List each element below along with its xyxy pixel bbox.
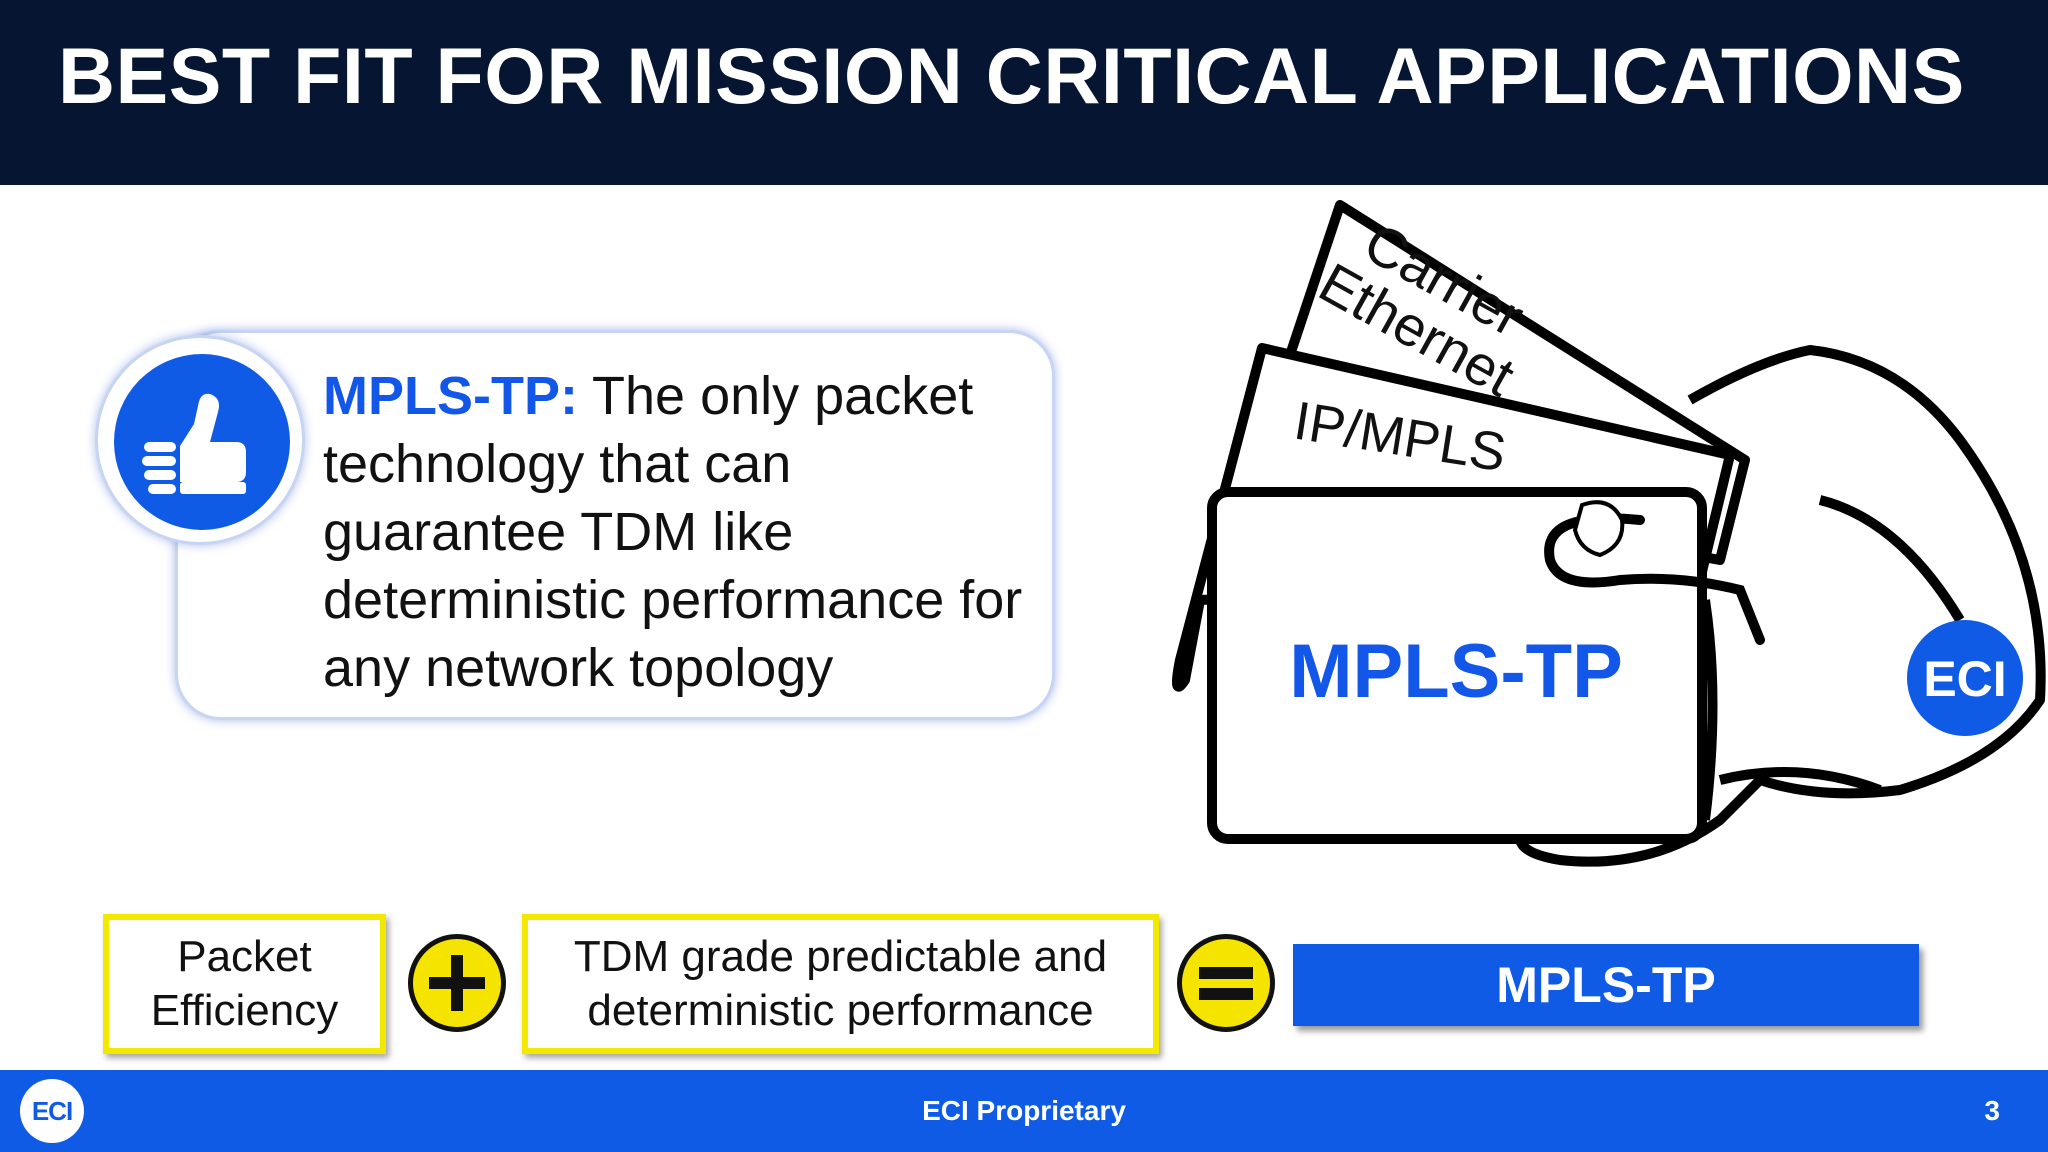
hand-right-edge: [1700, 599, 1718, 821]
thumbnail-outline: [1572, 500, 1625, 558]
callout-box: [175, 330, 1055, 720]
card-mpls-tp-label: MPLS-TP: [1289, 629, 1623, 714]
tdm-performance-box: TDM grade predictable and deterministic …: [522, 914, 1159, 1054]
tdm-performance-line-2: deterministic performance: [587, 986, 1094, 1035]
tdm-performance-line-1: TDM grade predictable and: [573, 932, 1108, 981]
page-number: 3: [1984, 1095, 2000, 1126]
packet-efficiency-line-1: Packet: [177, 932, 312, 981]
title-bar: BEST FIT FOR MISSION CRITICAL APPLICATIO…: [0, 0, 2048, 185]
packet-efficiency-box: Packet Efficiency: [103, 914, 386, 1054]
packet-efficiency-line-2: Efficiency: [150, 986, 339, 1035]
hand-holding-cards-illustration: Carrier Ethernet IP/MPLS MPLS-TP ECI: [1171, 200, 2046, 867]
footer-eci-logo: ECI: [20, 1079, 84, 1143]
equals-icon: [1177, 934, 1275, 1032]
callout-body: The only packet technology that can guar…: [323, 366, 1023, 698]
slide-title: BEST FIT FOR MISSION CRITICAL APPLICATIO…: [58, 31, 1965, 120]
eci-badge-circle: [1907, 620, 2023, 736]
callout-text: MPLS-TP: The only packet technology that…: [323, 362, 1043, 702]
plus-icon: [408, 934, 506, 1032]
result-mpls-tp-box: MPLS-TP: [1293, 944, 1919, 1026]
footer-bar: ECI ECI Proprietary 3: [0, 1070, 2048, 1152]
eci-badge-label: ECI: [1923, 651, 2006, 707]
footer-proprietary-label: ECI Proprietary: [922, 1095, 1126, 1126]
finger-line: [1718, 767, 1882, 795]
wrist-line: [1818, 495, 1965, 623]
callout-keyword: MPLS-TP:: [323, 366, 578, 426]
thumbs-up-icon: [114, 354, 290, 530]
